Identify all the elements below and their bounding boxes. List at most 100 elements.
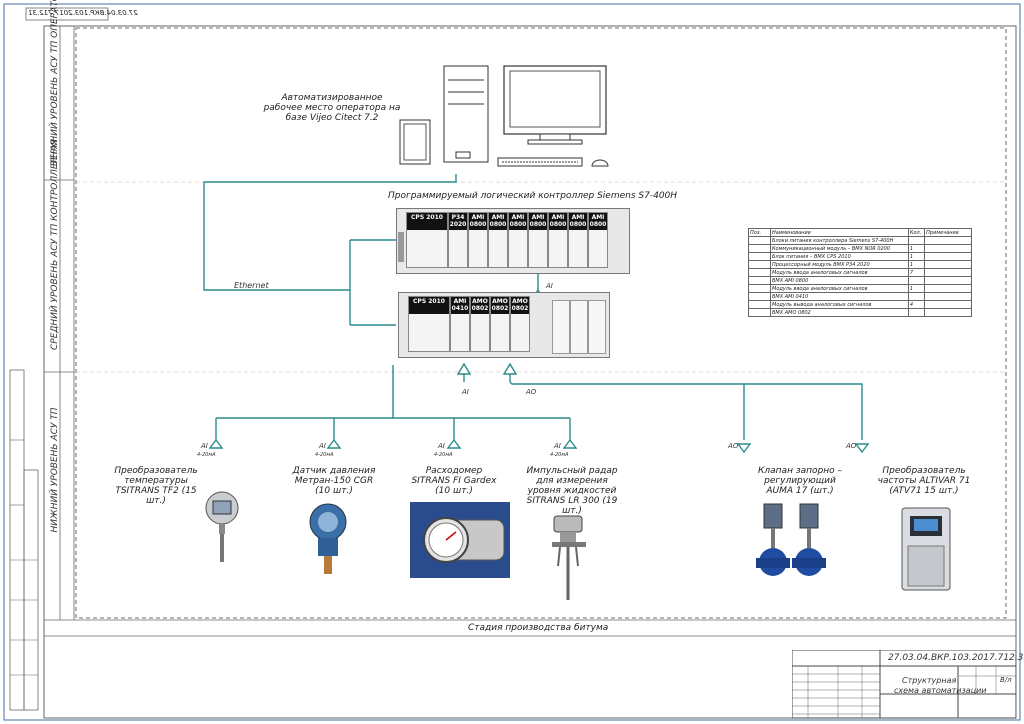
device-caption-valve: Клапан запорно – регулирующий AUMA 17 (ш… [758,466,842,496]
spec-cell: Модуль ввода аналоговых сигналов [770,284,909,293]
spec-cell: Блок питания – BMX CPS 2010 [770,252,909,261]
spec-cell [924,236,972,245]
temperature-transmitter-icon [205,491,239,562]
spec-cell: Коммуникационный модуль – BMX NOR 0200 [770,244,909,253]
rack1-module-5: AMI 0800 [508,212,528,268]
workstation-icon [399,65,609,167]
spec-cell [924,308,972,317]
control-valve-icon [756,503,826,576]
spec-cell [907,276,926,285]
spec-cell [748,252,771,261]
spec-cell [748,268,771,277]
device-caption-temperature: Преобразователь температуры TSITRANS TF2… [114,466,198,506]
dev1-current-label: 4-20мА [197,452,216,458]
spec-row: BMX AMO 0802 [748,308,972,317]
spec-cell [748,236,771,245]
rack2-ai-label: AI [462,388,469,396]
spec-row: Блоки питания контроллера Siemens S7-400… [748,236,972,245]
rack1-module-1: CPS 2010 [406,212,448,268]
dev4-ai-label: AI [554,442,561,450]
frequency-converter-icon [901,507,951,591]
spec-cell [748,284,771,293]
rack2-module-label: CPS 2010 [409,297,449,314]
spec-cell: 4 [907,300,926,309]
spec-cell: 1 [907,252,926,261]
spec-cell [924,300,972,309]
rack1-module-7: AMI 0800 [548,212,568,268]
stamp-sheets: В/л [1000,676,1012,684]
rack2-module-label: AMI 0410 [451,297,469,314]
rack2-module-5: AMO 0802 [510,296,530,352]
spec-cell [924,268,972,277]
spec-cell [748,292,771,301]
spec-cell: BMX AMI 0800 [770,276,909,285]
rack1-left-rail [398,232,404,262]
spec-cell [924,292,972,301]
rack1-module-label: CPS 2010 [407,213,447,230]
spec-cell: 1 [907,284,926,293]
device-caption-flowmeter: Расходомер SITRANS FI Gardex (10 шт.) [411,466,497,496]
dev3-current-label: 4-20мА [434,452,453,458]
rack1-module-label: AMI 0800 [489,213,507,230]
dev1-ai-label: AI [201,442,208,450]
spec-row: BMX AMI 0410 [748,292,972,301]
spec-cell [907,308,926,317]
spec-cell [924,260,972,269]
rack1-module-label: AMI 0800 [569,213,587,230]
flowmeter-icon [410,502,510,578]
spec-cell [748,308,771,317]
rack2-empty-slots [550,298,606,354]
pressure-sensor-icon [309,503,347,574]
rack2-module-4: AMO 0802 [490,296,510,352]
spec-cell [907,292,926,301]
spec-cell [924,284,972,293]
workstation-caption: Автоматизированное рабочее место операто… [263,93,401,123]
rack2-module-label: AMO 0802 [511,297,529,314]
title-stamp [792,650,1016,719]
spec-cell [907,236,926,245]
spec-cell: Наименование [770,228,909,237]
dev3-ai-label: AI [438,442,445,450]
rack1-module-label: AMI 0800 [509,213,527,230]
rack1-module-6: AMI 0800 [528,212,548,268]
spec-cell [748,300,771,309]
radar-level-icon [552,515,586,600]
spec-cell: Поз. [748,228,771,237]
stamp-title-1: Структурная [902,676,957,685]
spec-cell: 1 [907,244,926,253]
rack2-module-1: CPS 2010 [408,296,450,352]
dev5-ao-label: AO [728,442,739,450]
spec-cell: Примечание [924,228,972,237]
device-caption-vfd: Преобразователь частоты ALTIVAR 71 (ATV7… [877,466,971,496]
spec-cell [748,244,771,253]
rack2-ao-label: AO [526,388,537,396]
spec-cell [924,276,972,285]
stamp-code: 27.03.04.ВКР.103.2017.712.31 [888,653,1024,663]
rack2-module-label: AMO 0802 [471,297,489,314]
spec-cell [924,244,972,253]
rack1-module-label: P34 2020 [449,213,467,230]
spec-cell: Модуль ввода аналоговых сигналов [770,268,909,277]
dev6-ao-label: AO [846,442,857,450]
rack2-module-3: AMO 0802 [470,296,490,352]
spec-cell: BMX AMO 0802 [770,308,909,317]
device-caption-pressure: Датчик давления Метран-150 CGR (10 шт.) [292,466,376,496]
spec-cell [924,252,972,261]
rack1-module-2: P34 2020 [448,212,468,268]
rack-link-ai-label: AI [546,282,553,290]
dev4-current-label: 4-20мА [550,452,569,458]
rack2-module-2: AMI 0410 [450,296,470,352]
rack1-module-4: AMI 0800 [488,212,508,268]
spec-cell: 1 [907,260,926,269]
spec-cell: 7 [907,268,926,277]
rack1-module-label: AMI 0800 [549,213,567,230]
dev2-ai-label: AI [319,442,326,450]
